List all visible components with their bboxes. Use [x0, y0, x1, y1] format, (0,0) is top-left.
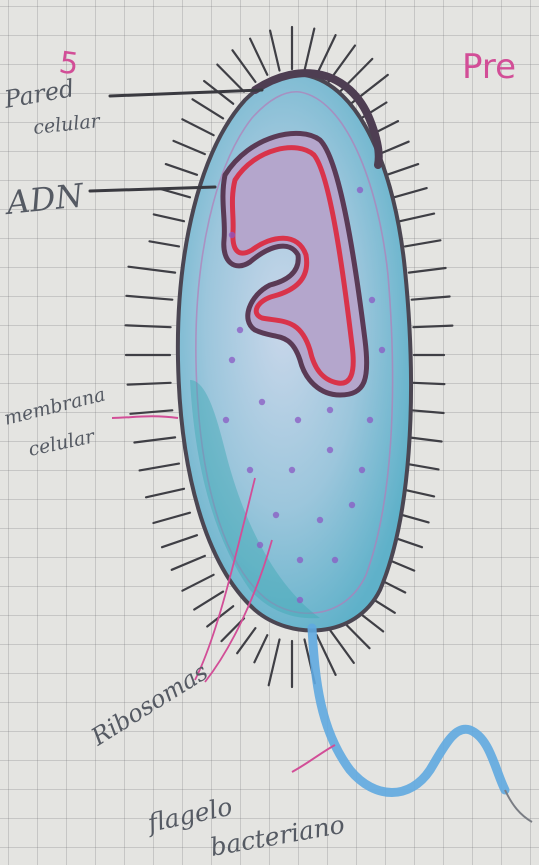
cilium — [405, 464, 439, 470]
cilium — [379, 142, 409, 154]
flagellum-tail — [505, 790, 532, 822]
cilium — [140, 464, 179, 471]
cilium — [413, 326, 452, 328]
cilium — [400, 214, 434, 222]
cilium — [162, 535, 197, 547]
ribosome — [369, 297, 375, 303]
label-membrana-line1: membrana — [2, 383, 108, 429]
cilium — [174, 141, 205, 154]
ribosome — [359, 467, 365, 473]
header-fragment: Pre — [462, 47, 516, 87]
cilium — [254, 635, 267, 662]
cilium — [405, 240, 440, 246]
ribosome — [257, 542, 263, 548]
ribosome — [289, 467, 295, 473]
cilium — [182, 575, 213, 591]
flagellum — [312, 628, 505, 793]
ribosome — [349, 502, 355, 508]
cilium — [153, 513, 190, 523]
cilium — [194, 592, 223, 610]
label-pared-celular-line2: celular — [32, 110, 103, 139]
cilium — [172, 556, 205, 570]
ribosome — [297, 557, 303, 563]
cilium — [126, 296, 172, 300]
ribosome — [357, 187, 363, 193]
cilium — [130, 410, 172, 414]
ribosome — [237, 327, 243, 333]
ribosome — [223, 417, 229, 423]
cilium — [150, 241, 180, 246]
cilium — [128, 383, 171, 385]
leader-membrana — [112, 416, 178, 418]
ribosome — [229, 232, 235, 238]
cilium — [412, 410, 444, 413]
cilium — [305, 29, 315, 71]
label-ribosomas: Ribosomas — [85, 658, 212, 752]
leader-adn — [90, 187, 215, 191]
cilium — [182, 119, 213, 135]
ribosome — [327, 447, 333, 453]
cilium — [409, 437, 442, 441]
leader-pared-celular — [110, 90, 262, 96]
cilium — [146, 489, 184, 498]
cilium — [412, 297, 450, 300]
cilium — [154, 214, 184, 221]
ribosome — [317, 517, 323, 523]
ribosome — [327, 407, 333, 413]
cilium — [129, 267, 176, 273]
ribosome — [297, 597, 303, 603]
ribosome — [367, 417, 373, 423]
cilium — [394, 188, 427, 197]
cilium — [329, 628, 354, 663]
cilium — [250, 39, 267, 75]
cilium — [269, 640, 280, 686]
leader-flagelo — [292, 745, 335, 772]
cilium — [237, 628, 255, 653]
ribosome — [273, 512, 279, 518]
ribosome — [295, 417, 301, 423]
cilium — [233, 50, 256, 82]
cilium — [126, 325, 171, 327]
cilium — [134, 437, 175, 442]
cilium — [317, 35, 336, 75]
cilium — [413, 383, 444, 384]
ribosome — [332, 557, 338, 563]
cilium — [217, 65, 244, 92]
ribosome — [379, 347, 385, 353]
cilium — [270, 31, 279, 71]
label-membrana-line2: celular — [26, 425, 98, 461]
cilium — [387, 164, 418, 175]
cilium — [166, 164, 197, 175]
cilium — [409, 268, 446, 273]
label-pared-celular-line1: Pared — [1, 74, 76, 114]
label-adn: ADN — [2, 176, 86, 222]
ribosome — [247, 467, 253, 473]
ribosome — [229, 357, 235, 363]
ribosome — [259, 399, 265, 405]
cilium — [193, 99, 224, 118]
